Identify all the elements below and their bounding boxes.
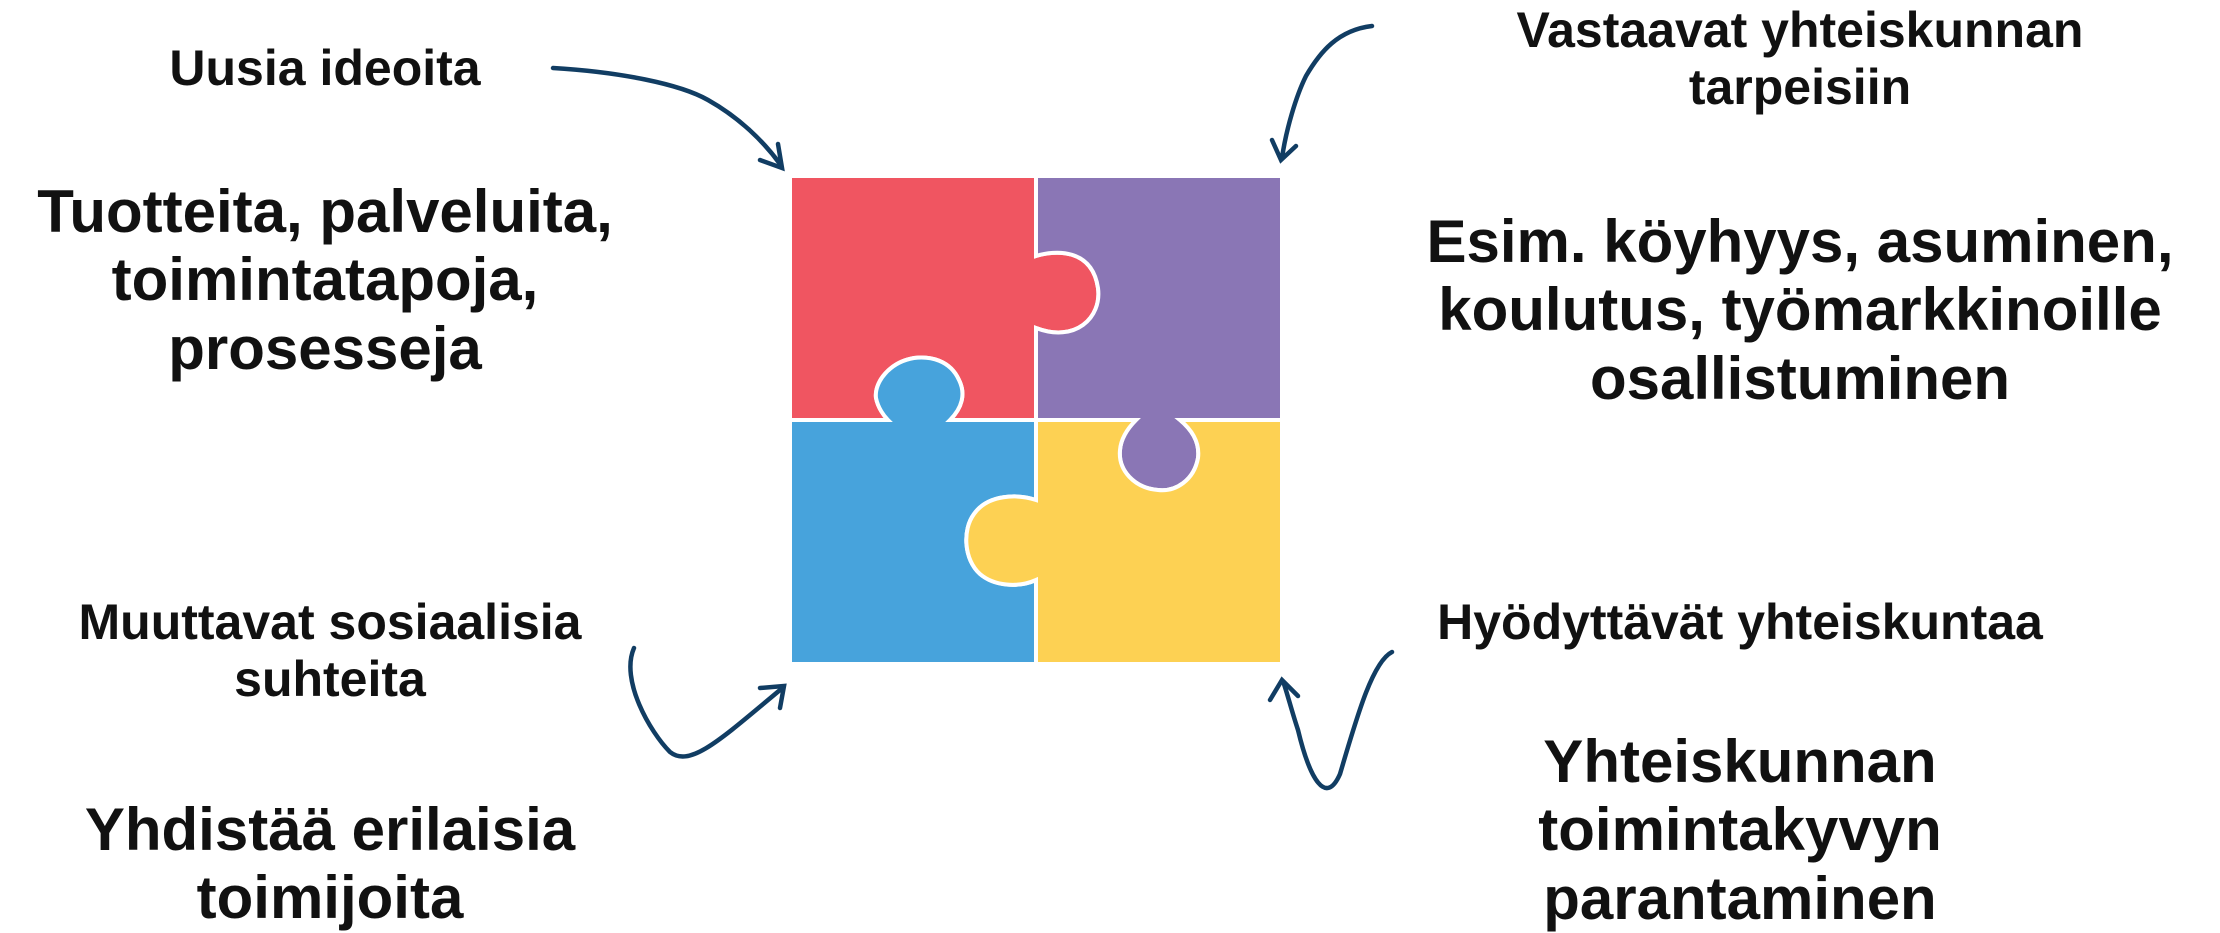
top-right-heading: Vastaavat yhteiskunnan tarpeisiin (1430, 2, 2170, 116)
top-left-heading-line-1: Uusia ideoita (169, 40, 481, 96)
bottom-left-heading-line-2: suhteita (234, 651, 426, 707)
top-left-body-line-1: Tuotteita, palveluita, (37, 178, 613, 245)
bottom-right-body-line-1: Yhteiskunnan (1543, 728, 1937, 795)
top-left-body-line-2: toimintatapoja, (111, 246, 539, 314)
arrow-top-left (550, 65, 783, 167)
arrow-bottom-right (1281, 649, 1395, 791)
top-left-body: Tuotteita, palveluita, toimintatapoja, p… (0, 178, 650, 383)
top-right-heading-line-1: Vastaavat yhteiskunnan (1516, 2, 2084, 58)
arrow-top-right (1279, 23, 1375, 161)
top-left-body-line-3: prosesseja (168, 314, 482, 382)
top-right-heading-line-2: tarpeisiin (1688, 59, 1912, 115)
bottom-left-body-line-2: toimijoita (196, 864, 464, 932)
bottom-left-heading-line-1: Muuttavat sosiaalisia (78, 594, 582, 650)
top-right-body-line-2: koulutus, työmarkkinoille (1438, 276, 2162, 344)
bottom-right-heading-line-1: Hyödyttävät yhteiskuntaa (1437, 594, 2043, 650)
arrow-top-right-head (1269, 137, 1299, 164)
bottom-right-body-line-2: toimintakyvyn (1538, 796, 1942, 864)
arrow-top-left-head (757, 141, 785, 172)
arrow-bottom-left (628, 645, 783, 759)
top-right-body-line-3: osallistuminen (1589, 344, 2011, 412)
arrow-bottom-left-head (757, 683, 787, 711)
arrow-bottom-right-head (1267, 676, 1301, 703)
bottom-right-heading: Hyödyttävät yhteiskuntaa (1380, 594, 2100, 651)
bottom-right-body-line-3: parantaminen (1543, 864, 1937, 932)
top-left-heading: Uusia ideoita (100, 40, 550, 97)
bottom-left-body: Yhdistää erilaisia toimijoita (20, 796, 640, 933)
top-right-body: Esim. köyhyys, asuminen, koulutus, työma… (1380, 208, 2220, 413)
bottom-left-heading: Muuttavat sosiaalisia suhteita (20, 594, 640, 708)
yellow-puzzle-piece (964, 418, 1284, 666)
bottom-right-body: Yhteiskunnan toimintakyvyn parantaminen (1420, 728, 2060, 933)
top-right-body-line-1: Esim. köyhyys, asuminen, (1426, 208, 2174, 275)
bottom-left-body-line-1: Yhdistää erilaisia (84, 796, 576, 863)
